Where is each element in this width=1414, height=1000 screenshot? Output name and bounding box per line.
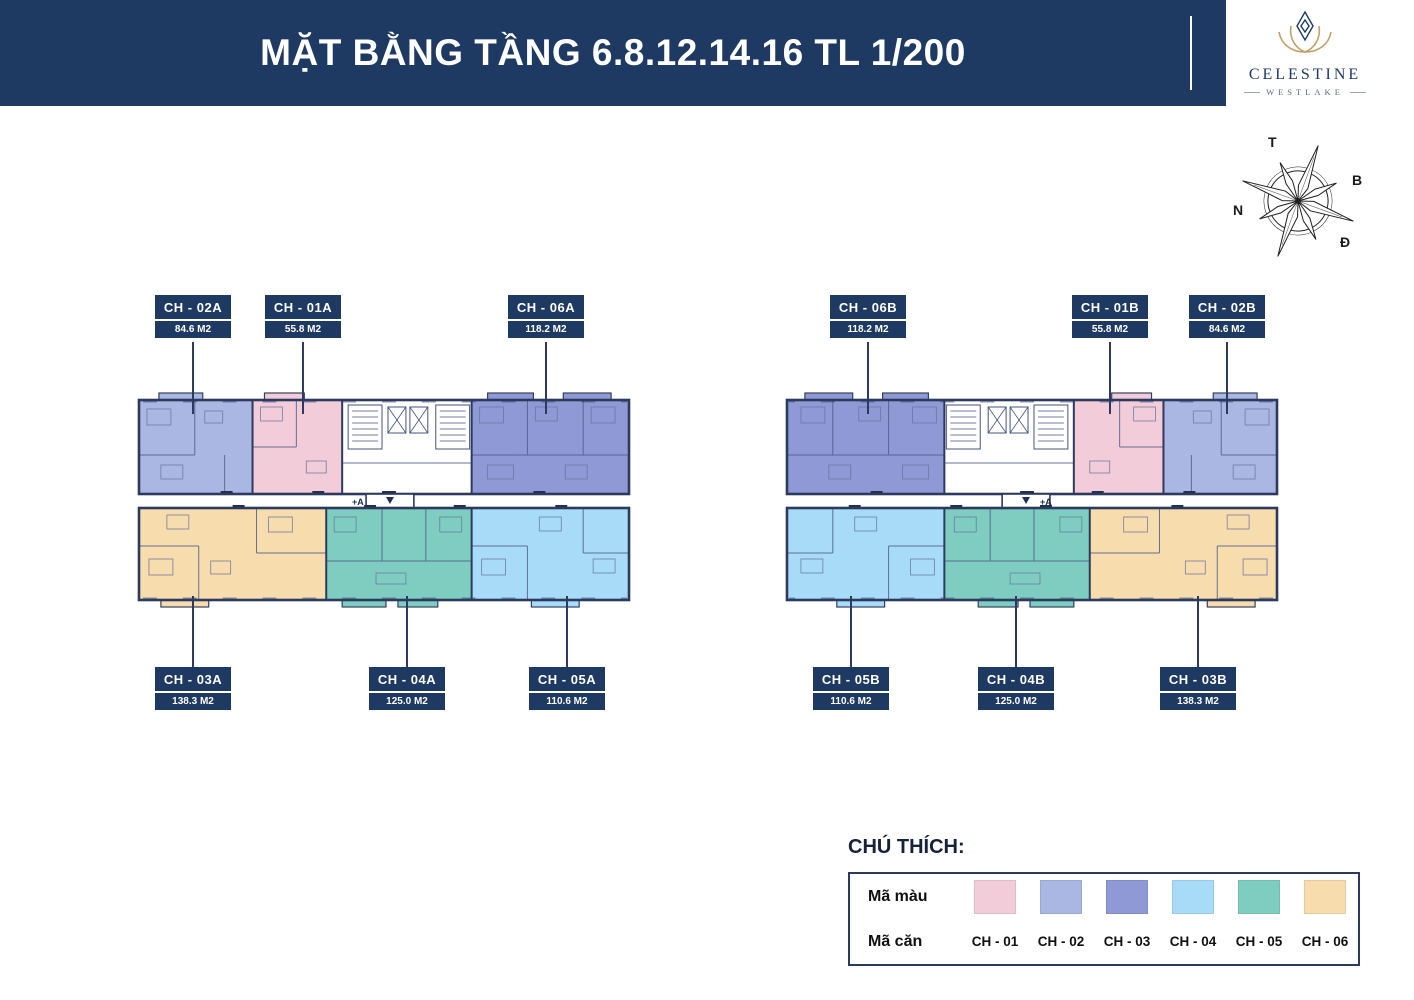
leader-line <box>406 596 408 667</box>
leader-line <box>1226 342 1228 414</box>
unit-area: 118.2 M2 <box>830 321 906 338</box>
unit-area: 118.2 M2 <box>508 321 584 338</box>
floor-plan-svg <box>785 392 1279 608</box>
unit-area: 125.0 M2 <box>978 693 1054 710</box>
unit-area: 110.6 M2 <box>813 693 889 710</box>
unit-code: CH - 03A <box>155 667 231 691</box>
legend-code-ch04: CH - 04 <box>1169 934 1217 949</box>
floor-plan-svg <box>137 392 631 608</box>
legend: Mã màu Mã căn CH - 01 CH - 02 CH - 03 CH… <box>848 872 1360 966</box>
unit-area: 84.6 M2 <box>155 321 231 338</box>
unit-badge-ch05b: CH - 05B 110.6 M2 <box>813 667 889 710</box>
unit-code: CH - 06B <box>830 295 906 319</box>
legend-code-ch06: CH - 06 <box>1301 934 1349 949</box>
unit-badge-ch02b: CH - 02B 84.6 M2 <box>1189 295 1265 338</box>
page-title: MẶT BẰNG TẦNG 6.8.12.14.16 TL 1/200 <box>260 32 966 73</box>
compass-right-label: B <box>1352 172 1363 188</box>
color-swatch-ch04 <box>1172 879 1214 914</box>
unit-area: 84.6 M2 <box>1189 321 1265 338</box>
unit-badge-ch03b: CH - 03B 138.3 M2 <box>1160 667 1236 710</box>
unit-area: 138.3 M2 <box>1160 693 1236 710</box>
building-a <box>137 391 631 609</box>
compass-left-label: N <box>1233 202 1244 218</box>
unit-badge-ch04a: CH - 04A 125.0 M2 <box>369 667 445 710</box>
unit-code: CH - 01A <box>265 295 341 319</box>
unit-badge-ch01b: CH - 01B 55.8 M2 <box>1072 295 1148 338</box>
color-swatch-ch06 <box>1304 879 1346 914</box>
unit-area: 138.3 M2 <box>155 693 231 710</box>
unit-badge-ch04b: CH - 04B 125.0 M2 <box>978 667 1054 710</box>
legend-code-ch03: CH - 03 <box>1103 934 1151 949</box>
unit-code: CH - 05B <box>813 667 889 691</box>
legend-color-row-label: Mã màu <box>868 887 928 905</box>
header-bar: MẶT BẰNG TẦNG 6.8.12.14.16 TL 1/200 <box>0 0 1226 106</box>
leader-line <box>1197 596 1199 667</box>
core-label-b: +A <box>1040 497 1052 507</box>
leader-line <box>1015 596 1017 667</box>
unit-area: 55.8 M2 <box>1072 321 1148 338</box>
building-b <box>785 391 1279 609</box>
compass-top-label: T <box>1268 134 1277 150</box>
unit-badge-ch06b: CH - 06B 118.2 M2 <box>830 295 906 338</box>
leader-line <box>850 596 852 667</box>
color-swatch-ch01 <box>974 879 1016 914</box>
compass-bottom-label: Đ <box>1340 234 1351 250</box>
unit-code: CH - 05A <box>529 667 605 691</box>
logo: CELESTINE WESTLAKE <box>1240 8 1370 97</box>
color-swatch-ch05 <box>1238 879 1280 914</box>
legend-code-ch02: CH - 02 <box>1037 934 1085 949</box>
leader-line <box>545 342 547 414</box>
core-label-a: +A <box>352 497 364 507</box>
unit-code: CH - 04B <box>978 667 1054 691</box>
lotus-emblem-icon <box>1278 10 1332 53</box>
color-swatch-ch03 <box>1106 879 1148 914</box>
unit-code: CH - 03B <box>1160 667 1236 691</box>
legend-heading: CHÚ THÍCH: <box>848 836 965 858</box>
leader-line <box>302 342 304 414</box>
leader-line <box>192 342 194 414</box>
logo-name: CELESTINE <box>1248 66 1362 83</box>
legend-unit-row-label: Mã căn <box>868 932 923 950</box>
header-divider <box>1190 16 1192 90</box>
unit-badge-ch06a: CH - 06A 118.2 M2 <box>508 295 584 338</box>
unit-code: CH - 02B <box>1189 295 1265 319</box>
legend-code-ch01: CH - 01 <box>971 934 1019 949</box>
unit-code: CH - 01B <box>1072 295 1148 319</box>
unit-code: CH - 06A <box>508 295 584 319</box>
leader-line <box>192 596 194 667</box>
unit-badge-ch03a: CH - 03A 138.3 M2 <box>155 667 231 710</box>
unit-badge-ch05a: CH - 05A 110.6 M2 <box>529 667 605 710</box>
legend-code-ch05: CH - 05 <box>1235 934 1283 949</box>
compass-rose-icon <box>1242 145 1354 257</box>
logo-subname: WESTLAKE <box>1240 87 1370 97</box>
unit-badge-ch01a: CH - 01A 55.8 M2 <box>265 295 341 338</box>
unit-area: 110.6 M2 <box>529 693 605 710</box>
unit-area: 125.0 M2 <box>369 693 445 710</box>
unit-code: CH - 02A <box>155 295 231 319</box>
unit-code: CH - 04A <box>369 667 445 691</box>
unit-badge-ch02a: CH - 02A 84.6 M2 <box>155 295 231 338</box>
color-swatch-ch02 <box>1040 879 1082 914</box>
leader-line <box>566 596 568 667</box>
unit-area: 55.8 M2 <box>265 321 341 338</box>
leader-line <box>1109 342 1111 414</box>
compass: T B N Đ <box>1233 134 1363 266</box>
leader-line <box>867 342 869 414</box>
